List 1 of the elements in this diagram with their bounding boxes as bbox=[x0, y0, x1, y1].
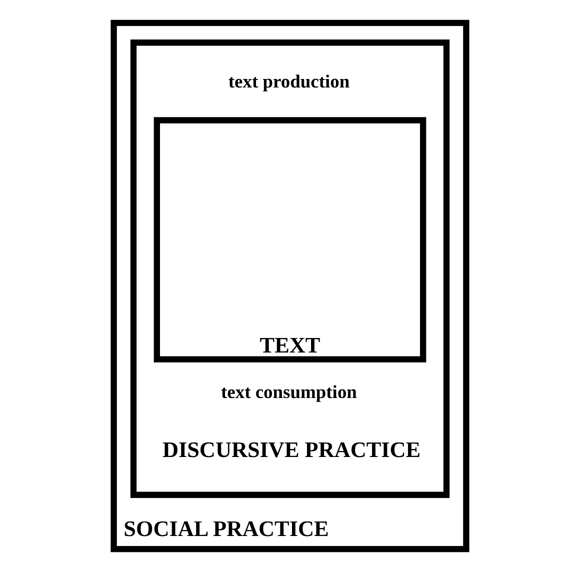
node-box: TEXT bbox=[154, 117, 426, 362]
